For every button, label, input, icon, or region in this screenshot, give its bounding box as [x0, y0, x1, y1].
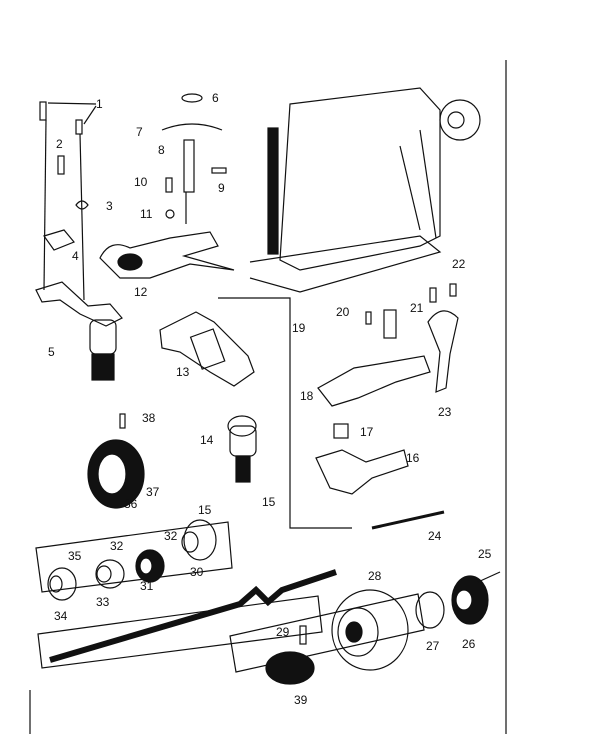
group-box-30-35 — [35, 521, 233, 593]
part-36-gear — [87, 413, 145, 509]
part-28-pulley — [331, 589, 409, 671]
callout-32-left: 32 — [110, 539, 124, 553]
callout-14: 14 — [200, 433, 214, 447]
callout-2: 2 — [56, 137, 63, 151]
callout-20: 20 — [336, 305, 350, 319]
callout-10: 10 — [134, 175, 148, 189]
part-30-collar — [181, 519, 217, 561]
part-1-screws — [39, 101, 97, 135]
callout-34: 34 — [54, 609, 68, 623]
callout-30: 30 — [190, 565, 204, 579]
part-9-screw — [211, 167, 227, 174]
part-14-cam — [227, 415, 257, 483]
part-16-bracket — [315, 423, 409, 495]
part-2-screw — [57, 155, 65, 175]
part-27-washer — [415, 591, 445, 629]
callout-32-right: 32 — [164, 529, 178, 543]
callout-37: 37 — [146, 485, 160, 499]
callout-13: 13 — [176, 365, 190, 379]
main-shaft — [49, 569, 337, 663]
callout-39: 39 — [294, 693, 308, 707]
part-34-collar — [47, 567, 77, 601]
group-bracket-13 — [218, 297, 352, 529]
part-33-bushing — [95, 559, 125, 589]
callout-21: 21 — [410, 301, 424, 315]
part-18-arm — [317, 309, 431, 407]
part-12-lever — [99, 231, 235, 279]
part-6-8-spindle — [161, 93, 223, 224]
part-26-wheel — [451, 571, 501, 625]
machine-frame — [249, 87, 481, 293]
callout-8: 8 — [158, 143, 165, 157]
callout-36: 36 — [124, 497, 138, 511]
callout-17: 17 — [360, 425, 374, 439]
part-39-gear — [265, 625, 315, 685]
callout-9: 9 — [218, 181, 225, 195]
callout-12: 12 — [134, 285, 148, 299]
callout-35: 35 — [68, 549, 82, 563]
callout-38: 38 — [142, 411, 156, 425]
callout-24: 24 — [428, 529, 442, 543]
callout-15-lower: 15 — [198, 503, 212, 517]
callout-4: 4 — [72, 249, 79, 263]
callout-5: 5 — [48, 345, 55, 359]
callout-1: 1 — [96, 97, 103, 111]
part-13-base — [159, 311, 255, 387]
part-31-worm — [135, 549, 165, 583]
callout-29: 29 — [276, 625, 290, 639]
callout-3: 3 — [106, 199, 113, 213]
part-23-lever — [427, 283, 459, 393]
callout-19: 19 — [292, 321, 306, 335]
callout-11: 11 — [140, 207, 153, 221]
part-3-nut — [75, 200, 89, 210]
part-24-rack — [371, 510, 445, 530]
part-4-plate — [43, 229, 75, 251]
callout-26: 26 — [462, 637, 476, 651]
callout-16: 16 — [406, 451, 420, 465]
callout-31: 31 — [140, 579, 154, 593]
callout-18: 18 — [300, 389, 314, 403]
callout-15-upper: 15 — [262, 495, 276, 509]
part-11-washer — [165, 209, 175, 219]
callout-23: 23 — [438, 405, 452, 419]
part-10-screw — [165, 177, 173, 193]
part-5-bracket — [35, 119, 123, 381]
callout-7: 7 — [136, 125, 143, 139]
callout-25: 25 — [478, 547, 492, 561]
callout-22: 22 — [452, 257, 466, 271]
callout-33: 33 — [96, 595, 110, 609]
callout-6: 6 — [212, 91, 219, 105]
callout-27: 27 — [426, 639, 440, 653]
callout-28: 28 — [368, 569, 382, 583]
